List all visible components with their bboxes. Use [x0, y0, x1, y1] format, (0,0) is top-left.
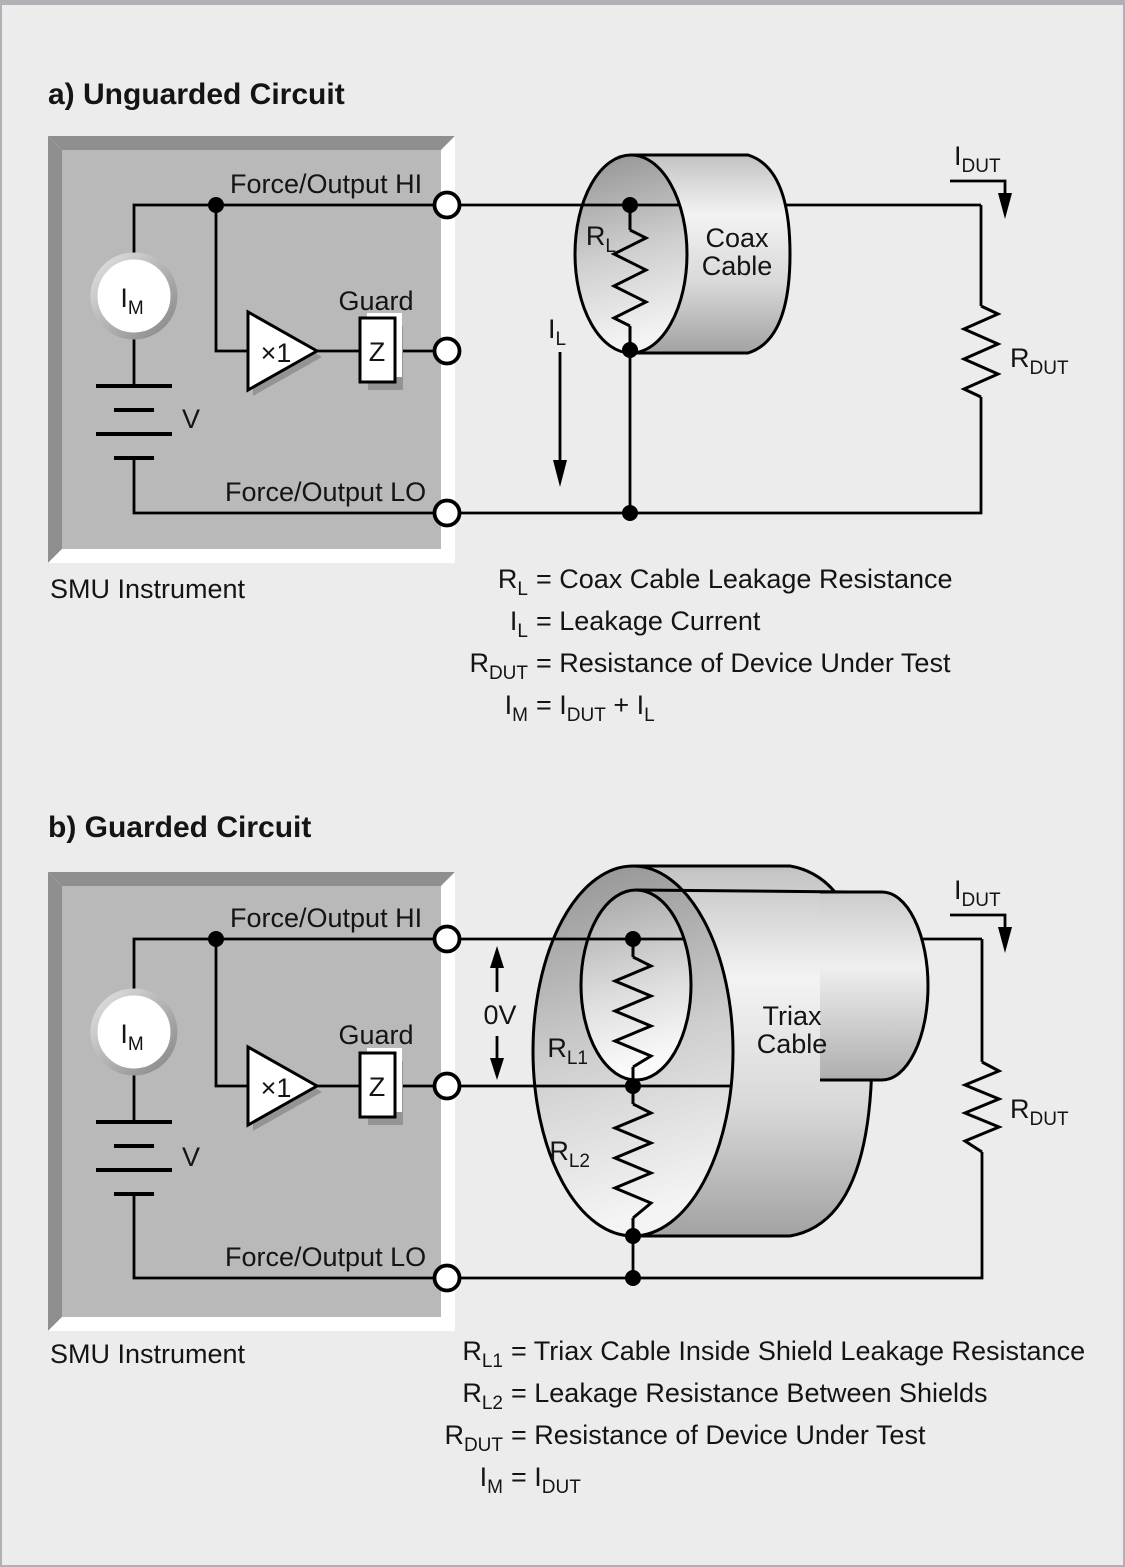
equations-a: RL = Coax Cable Leakage Resistance IL = …: [469, 564, 952, 726]
terminal-hi-b: [432, 924, 462, 954]
eq-b3-rhs: = Resistance of Device Under Test: [511, 1420, 926, 1450]
buffer-amp-a: [246, 309, 322, 396]
guard-label-b: Guard: [338, 1020, 413, 1050]
force-hi-label-a: Force/Output HI: [230, 169, 422, 199]
battery-b: [96, 1120, 172, 1196]
idut-arrow-a: [950, 179, 1012, 219]
section-b-title: b) Guarded Circuit: [48, 811, 311, 844]
rl2-label: RL2: [549, 1136, 590, 1172]
eq-a4-rhs: = IDUT + IL: [536, 690, 655, 726]
terminal-hi-a: [432, 190, 462, 220]
idut-arrow-b: [950, 913, 1012, 953]
dut-resistor-a: [960, 304, 1002, 399]
eq-b3-lhs: RDUT: [444, 1420, 503, 1456]
triax-cable: [531, 864, 930, 1238]
terminal-lo-b: [432, 1263, 462, 1293]
eq-b2-rhs: = Leakage Resistance Between Shields: [511, 1378, 988, 1408]
smu-wiring-a: [132, 203, 447, 515]
rl-label: RL: [586, 221, 616, 257]
amp-gain-label-b: ×1: [261, 1073, 292, 1103]
force-lo-label-b: Force/Output LO: [225, 1242, 426, 1272]
idut-label-b: IDUT: [954, 875, 1001, 911]
smu-instrument-label-b: SMU Instrument: [50, 1339, 246, 1369]
junction-dots-a: [208, 197, 638, 521]
equations-b: RL1 = Triax Cable Inside Shield Leakage …: [444, 1336, 1085, 1498]
coax-cable-label-line2: Cable: [702, 251, 773, 281]
rdut-label-b: RDUT: [1010, 1094, 1069, 1130]
eq-b4-rhs: = IDUT: [511, 1462, 581, 1498]
current-meter-a: [90, 252, 178, 340]
battery-a: [96, 384, 172, 460]
section-a: a) Unguarded Circuit V IM: [48, 78, 1069, 726]
terminal-lo-a: [432, 498, 462, 528]
force-lo-label-a: Force/Output LO: [225, 477, 426, 507]
section-b: b) Guarded Circuit V IM: [48, 811, 1085, 1498]
il-label: IL: [548, 314, 566, 350]
eq-b2-lhs: RL2: [462, 1378, 503, 1414]
leakage-current-arrow: [553, 352, 567, 487]
coax-cable-label-line1: Coax: [705, 223, 769, 253]
battery-label-b: V: [182, 1142, 200, 1172]
idut-label-a: IDUT: [954, 141, 1001, 177]
eq-a1-rhs: = Coax Cable Leakage Resistance: [536, 564, 953, 594]
terminals-a: [432, 190, 462, 528]
terminal-guard-a: [432, 336, 462, 366]
junction-dots-b: [208, 931, 641, 1286]
amp-gain-label-a: ×1: [261, 338, 292, 368]
section-a-title: a) Unguarded Circuit: [48, 78, 345, 111]
current-meter-b: [90, 988, 178, 1076]
eq-a3-rhs: = Resistance of Device Under Test: [536, 648, 951, 678]
zero-volt-arrow: [490, 946, 504, 1080]
triax-cable-label-line2: Cable: [757, 1029, 828, 1059]
rdut-label-a: RDUT: [1010, 343, 1069, 379]
eq-b4-lhs: IM: [480, 1462, 503, 1498]
terminals-b: [432, 924, 462, 1293]
current-meter-label-a: IM: [120, 283, 143, 319]
buffer-amp-b: [246, 1044, 322, 1131]
zero-volt-label: 0V: [483, 1000, 516, 1030]
current-meter-label-b: IM: [120, 1019, 143, 1055]
smu-instrument-label-a: SMU Instrument: [50, 574, 246, 604]
force-hi-label-b: Force/Output HI: [230, 903, 422, 933]
eq-a2-lhs: IL: [510, 606, 528, 642]
terminal-guard-b: [432, 1071, 462, 1101]
z-label-b: Z: [369, 1072, 386, 1102]
eq-a1-lhs: RL: [498, 564, 528, 600]
battery-label-a: V: [182, 404, 200, 434]
triax-cable-label-line1: Triax: [763, 1001, 822, 1031]
guard-impedance-a: [358, 313, 403, 390]
guard-impedance-b: [358, 1048, 403, 1125]
dut-resistor-b: [961, 1060, 1003, 1154]
z-label-a: Z: [369, 337, 386, 367]
eq-a2-rhs: = Leakage Current: [536, 606, 761, 636]
rl1-label: RL1: [547, 1033, 588, 1069]
eq-b1-rhs: = Triax Cable Inside Shield Leakage Resi…: [511, 1336, 1085, 1366]
eq-a3-lhs: RDUT: [469, 648, 528, 684]
guard-label-a: Guard: [338, 286, 413, 316]
eq-a4-lhs: IM: [505, 690, 528, 726]
eq-b1-lhs: RL1: [462, 1336, 503, 1372]
smu-wiring-b: [132, 937, 447, 1280]
